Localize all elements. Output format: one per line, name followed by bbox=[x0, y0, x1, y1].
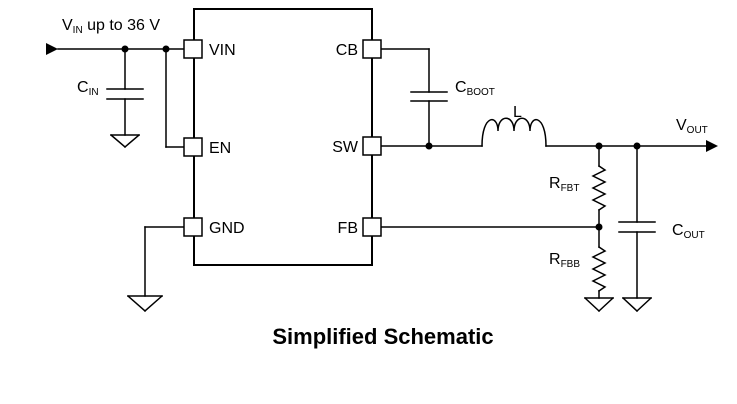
pin-label-gnd: GND bbox=[209, 220, 245, 237]
junction-dot bbox=[595, 223, 603, 231]
rfbt-label: RFBT bbox=[549, 175, 579, 194]
vin-input-arrow-icon bbox=[46, 43, 58, 55]
pin-label-vin: VIN bbox=[209, 42, 236, 59]
pin-en bbox=[183, 137, 203, 157]
cout-capacitor bbox=[618, 145, 656, 299]
cboot-label: CBOOT bbox=[455, 79, 495, 98]
junction-dot bbox=[121, 45, 129, 53]
junction-dot bbox=[595, 142, 603, 150]
vin-en-wire bbox=[165, 48, 185, 148]
vin-label: VIN up to 36 V bbox=[62, 17, 160, 36]
vout-label: VOUT bbox=[676, 117, 708, 136]
inductor bbox=[481, 117, 547, 147]
cin-label: CIN bbox=[77, 79, 99, 98]
rfbt-resistor bbox=[591, 145, 607, 228]
cout-ground-icon bbox=[621, 296, 653, 313]
cin-ground-icon bbox=[109, 133, 141, 149]
vout-arrow-icon bbox=[706, 140, 718, 152]
gnd-ground-icon bbox=[126, 294, 164, 313]
junction-dot bbox=[162, 45, 170, 53]
rfbb-resistor bbox=[591, 226, 607, 299]
cboot-wire bbox=[380, 48, 448, 147]
gnd-wire bbox=[144, 226, 185, 297]
rfbb-label: RFBB bbox=[549, 251, 580, 270]
pin-gnd bbox=[183, 217, 203, 237]
pin-fb bbox=[362, 217, 382, 237]
pin-cb bbox=[362, 39, 382, 59]
pin-label-sw: SW bbox=[332, 139, 359, 156]
ic-body bbox=[193, 8, 373, 266]
junction-dot bbox=[633, 142, 641, 150]
pin-label-fb: FB bbox=[338, 220, 358, 237]
cin-capacitor bbox=[106, 48, 144, 136]
junction-dot bbox=[425, 142, 433, 150]
rfbb-ground-icon bbox=[583, 296, 615, 313]
pin-label-en: EN bbox=[209, 140, 231, 157]
diagram-title: Simplified Schematic bbox=[272, 324, 493, 349]
cout-label: COUT bbox=[672, 222, 705, 241]
pin-sw bbox=[362, 136, 382, 156]
pin-vin bbox=[183, 39, 203, 59]
pin-label-cb: CB bbox=[336, 42, 358, 59]
inductor-label: L bbox=[513, 104, 522, 121]
